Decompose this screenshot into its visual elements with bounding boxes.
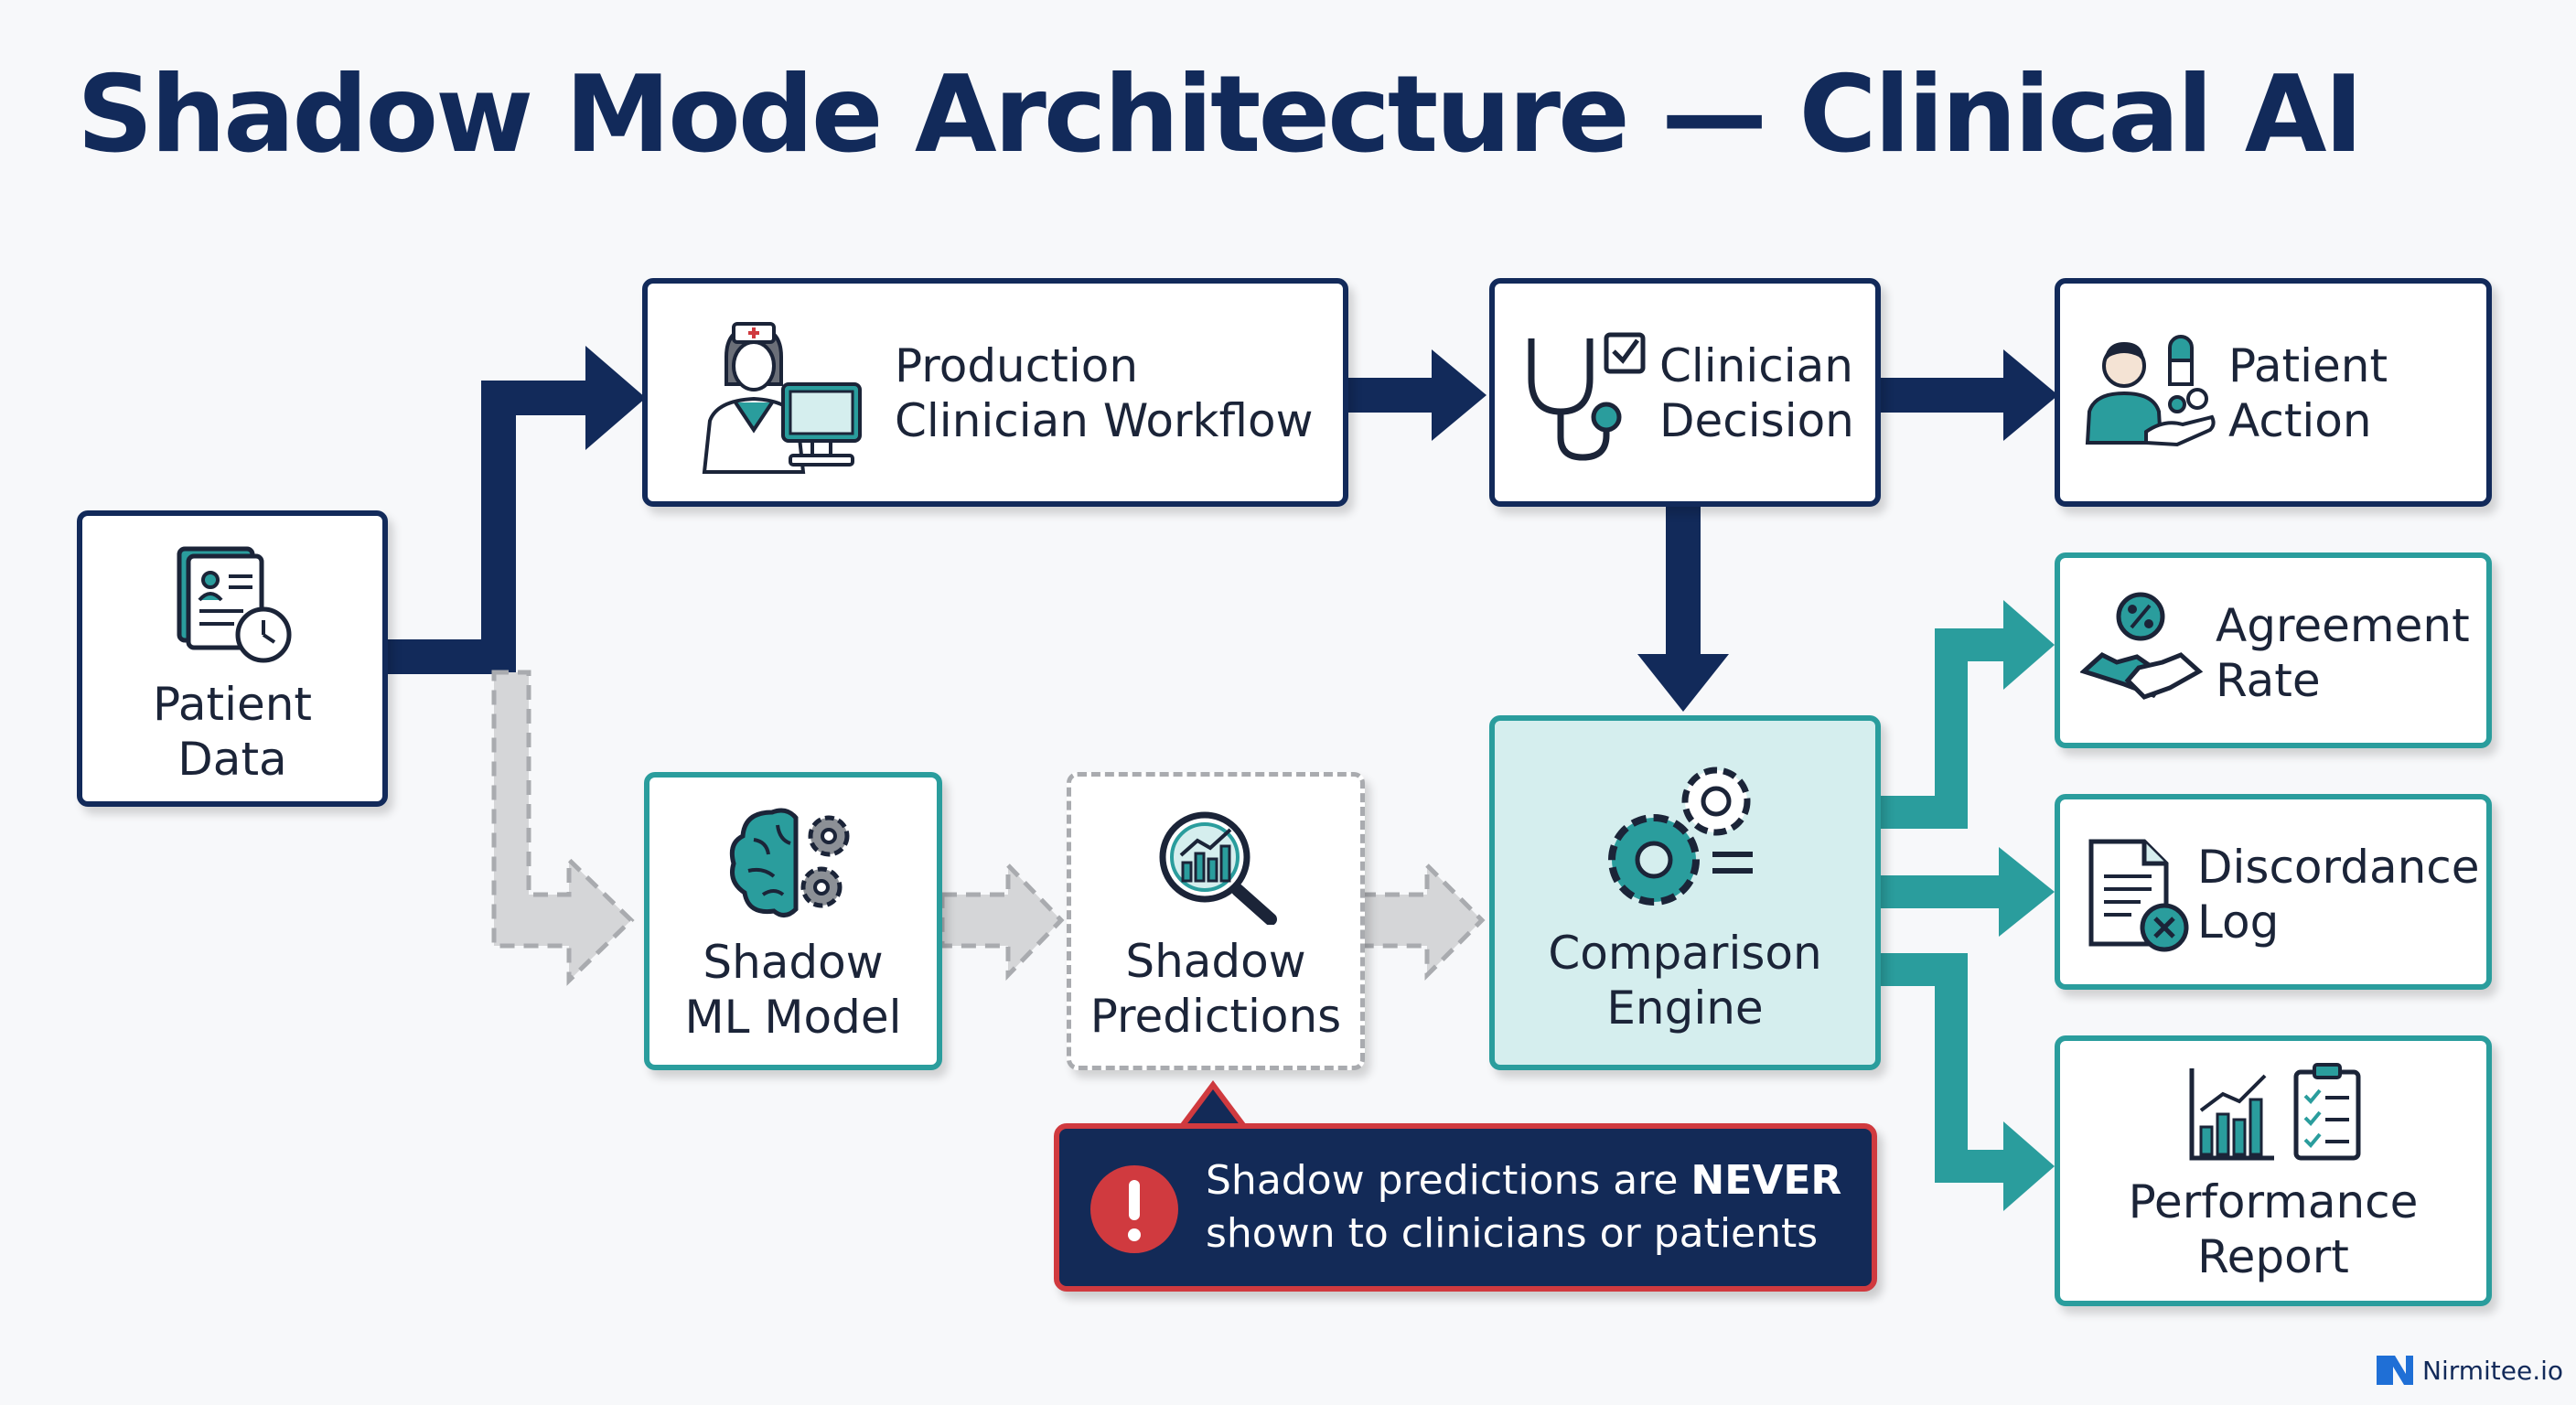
shadow-predictions-label-line2: Predictions: [1089, 990, 1342, 1043]
page-title: Shadow Mode Architecture — Clinical AI: [77, 53, 2364, 177]
patient-medication-icon: [2085, 335, 2216, 447]
performance-report-label-line2: Report: [2197, 1230, 2349, 1283]
patient-action-label-line1: Patient: [2228, 339, 2388, 392]
comparison-engine-node: Comparison Engine: [1489, 715, 1881, 1070]
arrowhead-to-action: [2003, 349, 2058, 441]
performance-report-label-line1: Performance: [2128, 1175, 2419, 1228]
shadow-predictions-node: Shadow Predictions: [1067, 772, 1365, 1070]
brand-name: Nirmitee.io: [2422, 1356, 2564, 1386]
shadow-model-node: Shadow ML Model: [644, 772, 942, 1070]
gears-equals-icon: [1608, 767, 1753, 906]
patient-action-node: Patient Action: [2055, 278, 2492, 507]
warning-pointer: [1175, 1080, 1251, 1132]
nirmitee-logo-icon: [2377, 1356, 2413, 1385]
production-workflow-label-line1: Production: [895, 339, 1139, 392]
handshake-percent-icon: [2080, 592, 2203, 700]
warning-line1: Shadow predictions are NEVER: [1206, 1154, 1841, 1207]
comparison-engine-label-line1: Comparison: [1548, 927, 1822, 980]
warning-callout: Shadow predictions are NEVER shown to cl…: [1054, 1123, 1877, 1292]
agreement-rate-label-line2: Rate: [2216, 654, 2321, 707]
arrowhead-to-decision: [1432, 349, 1487, 441]
shadow-model-label-line1: Shadow: [703, 936, 884, 989]
warning-emphasis: NEVER: [1690, 1157, 1842, 1204]
patient-data-label-line2: Data: [177, 733, 287, 786]
arrowhead-to-agreement: [2003, 600, 2055, 690]
patient-data-label-line1: Patient: [152, 678, 313, 731]
shadow-arrow-model-to-predictions: [939, 859, 1065, 981]
arrow-to-agreement-rate: [1877, 628, 2008, 829]
arrow-to-performance-report: [1877, 953, 2008, 1183]
agreement-rate-label-line1: Agreement: [2216, 599, 2470, 652]
clinician-decision-label-line1: Clinician: [1659, 339, 1853, 392]
stethoscope-check-icon: [1528, 332, 1646, 461]
brain-gears-icon: [729, 808, 850, 917]
discordance-log-label-line1: Discordance: [2197, 841, 2480, 894]
shadow-predictions-label-line1: Shadow: [1125, 935, 1306, 988]
exclamation-icon: [1090, 1165, 1178, 1253]
patient-data-node: Patient Data: [77, 510, 388, 807]
shadow-arrow-predictions-to-comparison: [1358, 859, 1486, 981]
shadow-path-arrow: [491, 670, 635, 986]
agreement-rate-node: Agreement Rate: [2055, 552, 2492, 748]
arrowhead-to-comparison: [1637, 654, 1729, 712]
discordance-log-label-line2: Log: [2197, 896, 2280, 949]
performance-report-node: Performance Report: [2055, 1035, 2492, 1306]
clinician-decision-label-line2: Decision: [1659, 394, 1854, 447]
production-workflow-node: Production Clinician Workflow: [642, 278, 1348, 507]
patient-record-clock-icon: [177, 546, 292, 663]
magnifier-chart-icon: [1159, 811, 1277, 925]
production-workflow-label-line2: Clinician Workflow: [895, 394, 1314, 447]
production-path-arrow: [384, 381, 585, 674]
arrowhead-to-discordance: [1999, 847, 2055, 937]
arrowhead-to-production: [585, 346, 646, 450]
clinician-decision-node: Clinician Decision: [1489, 278, 1881, 507]
document-x-icon: [2088, 839, 2189, 952]
patient-action-label-line2: Action: [2228, 394, 2372, 447]
arrowhead-to-report: [2003, 1121, 2055, 1211]
chart-clipboard-icon: [2189, 1063, 2361, 1161]
warning-line1-prefix: Shadow predictions are: [1206, 1157, 1691, 1204]
discordance-log-node: Discordance Log: [2055, 794, 2492, 990]
comparison-engine-label-line2: Engine: [1606, 981, 1764, 1035]
warning-line2: shown to clinicians or patients: [1206, 1210, 1819, 1257]
shadow-model-label-line2: ML Model: [684, 991, 902, 1044]
nurse-computer-icon: [702, 322, 862, 474]
